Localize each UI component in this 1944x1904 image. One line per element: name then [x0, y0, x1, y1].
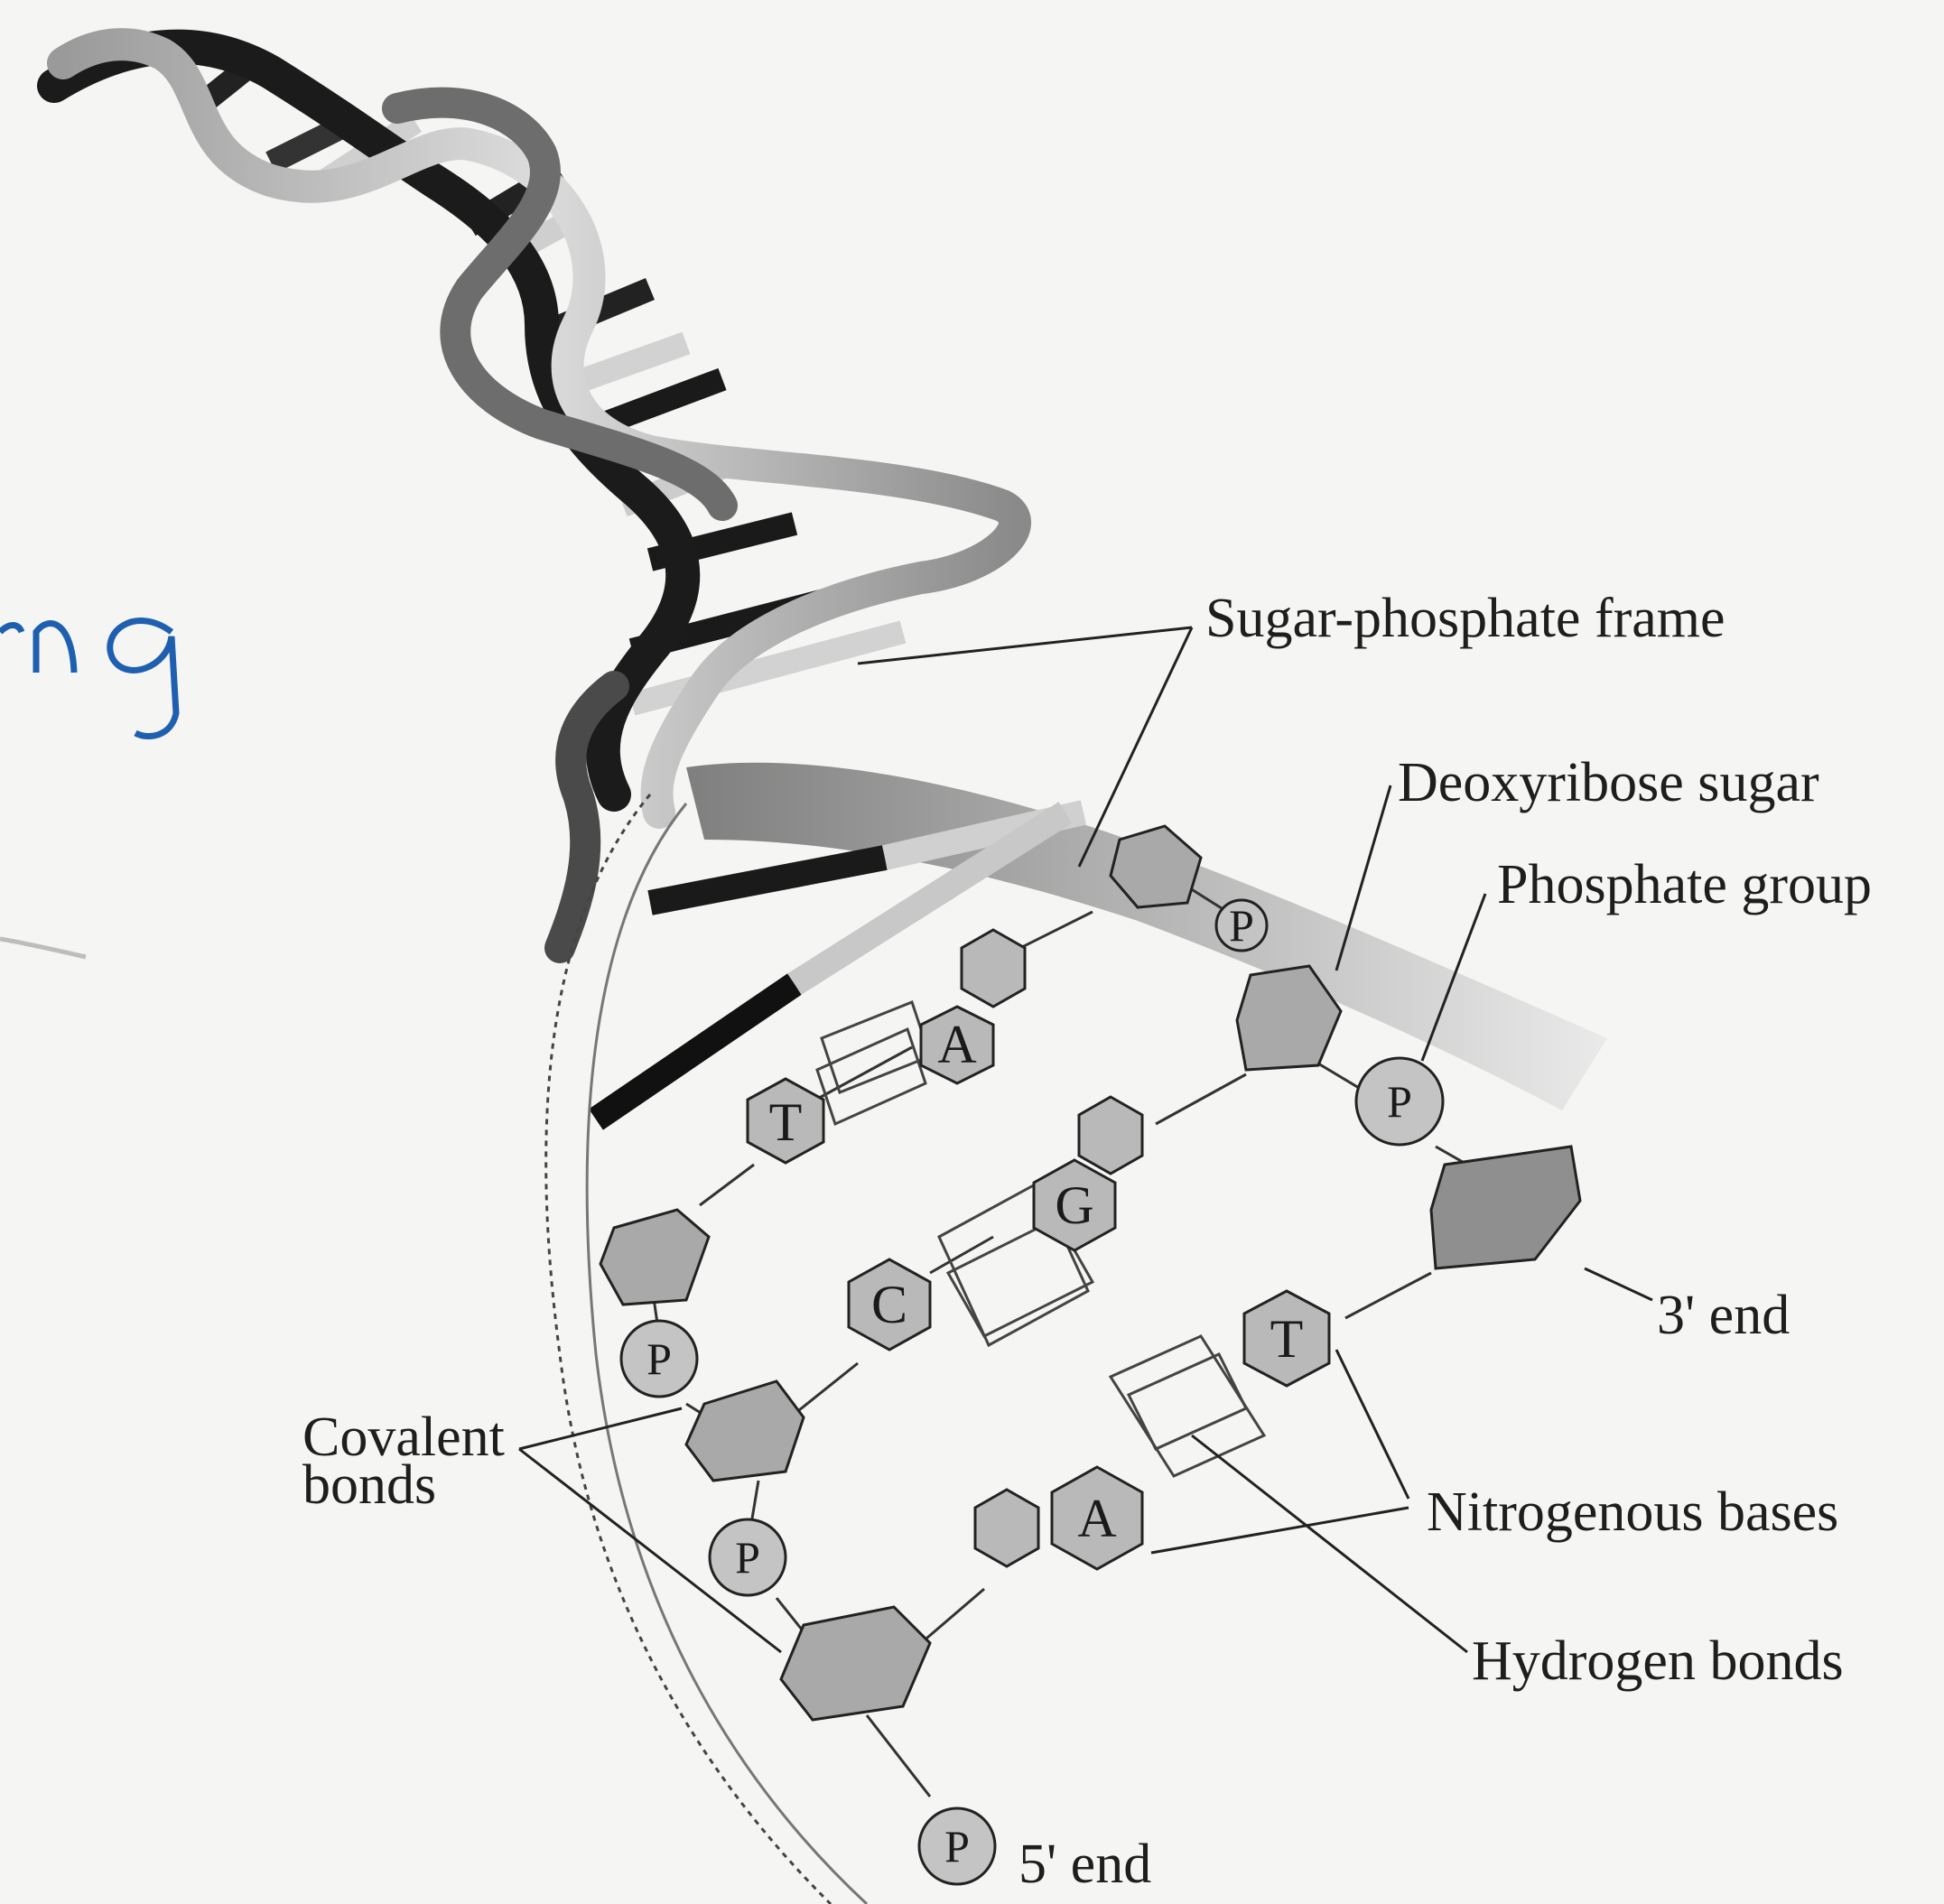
svg-text:P: P — [646, 1333, 672, 1384]
label-sugar-phosphate-frame: Sugar-phosphate frame — [1205, 588, 1725, 649]
svg-text:P: P — [1229, 900, 1254, 951]
label-3-prime-end: 3' end — [1657, 1285, 1790, 1346]
phosphate-left-1: P — [621, 1321, 697, 1397]
sugar-5-prime-end — [781, 1607, 930, 1720]
svg-text:T: T — [1270, 1309, 1304, 1369]
phosphate-right: P — [1356, 1058, 1443, 1145]
hydrogen-bond-boxes — [817, 1002, 1264, 1476]
label-5-prime-end: 5' end — [1019, 1834, 1151, 1895]
handwriting-fragment — [0, 621, 176, 957]
label-covalent-line2: bonds — [302, 1454, 436, 1516]
phosphate-top: P — [1216, 900, 1267, 951]
label-phosphate-group: Phosphate group — [1497, 854, 1872, 915]
base-c: C — [849, 1259, 930, 1350]
svg-text:T: T — [769, 1092, 803, 1152]
svg-text:P: P — [944, 1821, 970, 1871]
svg-text:P: P — [735, 1532, 760, 1583]
svg-text:A: A — [937, 1015, 976, 1074]
svg-text:A: A — [1077, 1489, 1116, 1548]
phosphate-left-2: P — [710, 1519, 786, 1595]
svg-text:G: G — [1055, 1175, 1093, 1235]
base-g: G — [1034, 1160, 1115, 1250]
svg-text:P: P — [1387, 1076, 1412, 1127]
base-t-top: T — [748, 1079, 823, 1163]
base-t-lower: T — [1244, 1291, 1329, 1386]
base-a-top: A — [921, 1007, 993, 1083]
phosphate-5-prime: P — [919, 1808, 995, 1884]
sugar-left-1 — [600, 1210, 709, 1305]
base-a-lower: A — [1052, 1467, 1142, 1569]
svg-text:C: C — [871, 1275, 907, 1334]
label-hydrogen-bonds: Hydrogen bonds — [1472, 1630, 1844, 1692]
label-nitrogenous-bases: Nitrogenous bases — [1427, 1481, 1838, 1543]
sugar-3-prime — [1431, 1147, 1580, 1268]
label-deoxyribose-sugar: Deoxyribose sugar — [1398, 752, 1819, 813]
sugar-left-2 — [686, 1381, 804, 1481]
